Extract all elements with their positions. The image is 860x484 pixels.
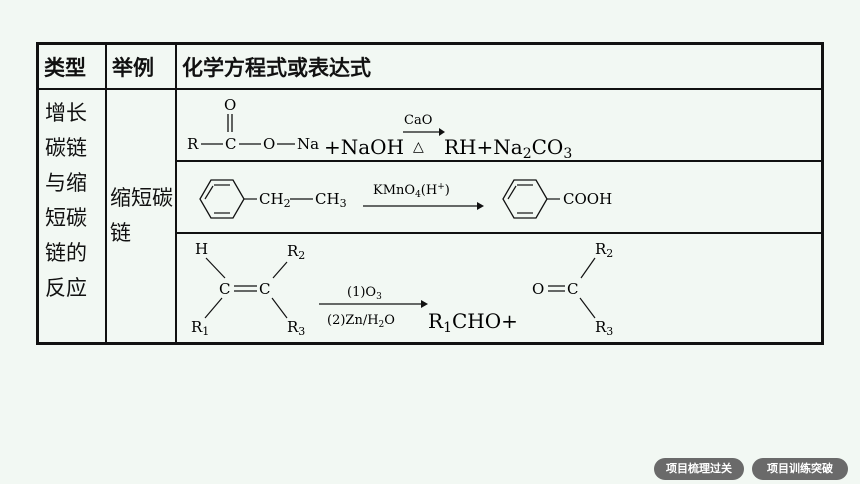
reaction-table: 类型 举例 化学方程式或表达式 增长碳链与缩短碳链的反应 缩短碳链 O R C …	[36, 42, 824, 345]
equation-3-svg: H C C R2 R1 R3 (1)O3 (2)Zn/H2O R1CHO+ O	[191, 240, 613, 338]
substituent-ch3: CH3	[315, 190, 347, 210]
ketone-r3: R3	[595, 318, 613, 338]
condition-zinc: (2)Zn/H2O	[327, 313, 395, 330]
product-aldehyde: R1CHO+	[428, 309, 518, 336]
product-1: RH+Na2CO3	[444, 135, 572, 160]
substituent-ch2: CH2	[259, 190, 291, 210]
equation-1-svg: O R C O Na +NaOH CaO △ RH+Na2CO3	[187, 96, 572, 160]
alkene-c2: C	[259, 280, 270, 298]
table-header-row: 类型 举例 化学方程式或表达式	[36, 42, 824, 90]
plus-naoh: +NaOH	[324, 135, 404, 159]
carbonyl-o: O	[224, 96, 236, 114]
benzene-ring-icon	[199, 179, 245, 219]
project-review-button[interactable]: 项目梳理过关	[654, 458, 744, 480]
header-type: 类型	[36, 42, 107, 90]
equation-row-2: CH2 CH3 KMnO4(H+) COOH	[175, 160, 824, 234]
alkene-r1: R1	[191, 318, 209, 338]
equation-2-svg: CH2 CH3 KMnO4(H+) COOH	[199, 179, 612, 219]
equation-row-1: O R C O Na +NaOH CaO △ RH+Na2CO3	[175, 88, 824, 162]
alkene-c1: C	[219, 280, 230, 298]
alkene-r2: R2	[287, 242, 305, 262]
equation-row-3: H C C R2 R1 R3 (1)O3 (2)Zn/H2O R1CHO+ O	[175, 232, 824, 345]
ketone-c: C	[567, 280, 578, 298]
benzene-ring-product-icon	[502, 179, 548, 219]
ketone-r2: R2	[595, 240, 613, 260]
header-equation: 化学方程式或表达式	[175, 42, 824, 90]
condition-kmno4: KMnO4(H+)	[373, 182, 450, 200]
type-cell: 增长碳链与缩短碳链的反应	[36, 88, 107, 345]
product-cooh: COOH	[563, 190, 612, 208]
alkene-r3: R3	[287, 318, 305, 338]
project-training-button[interactable]: 项目训练突破	[752, 458, 848, 480]
reactant-c: C	[225, 135, 236, 153]
reactant-na: Na	[297, 135, 319, 153]
alkene-h: H	[195, 240, 208, 258]
condition-heat: △	[413, 139, 424, 155]
reactant-r: R	[187, 135, 199, 153]
condition-ozone: (1)O3	[347, 285, 382, 302]
reactant-o: O	[263, 135, 275, 153]
header-example: 举例	[105, 42, 177, 90]
condition-cao: CaO	[404, 113, 432, 128]
ketone-o: O	[532, 280, 544, 298]
example-cell: 缩短碳链	[105, 88, 177, 345]
